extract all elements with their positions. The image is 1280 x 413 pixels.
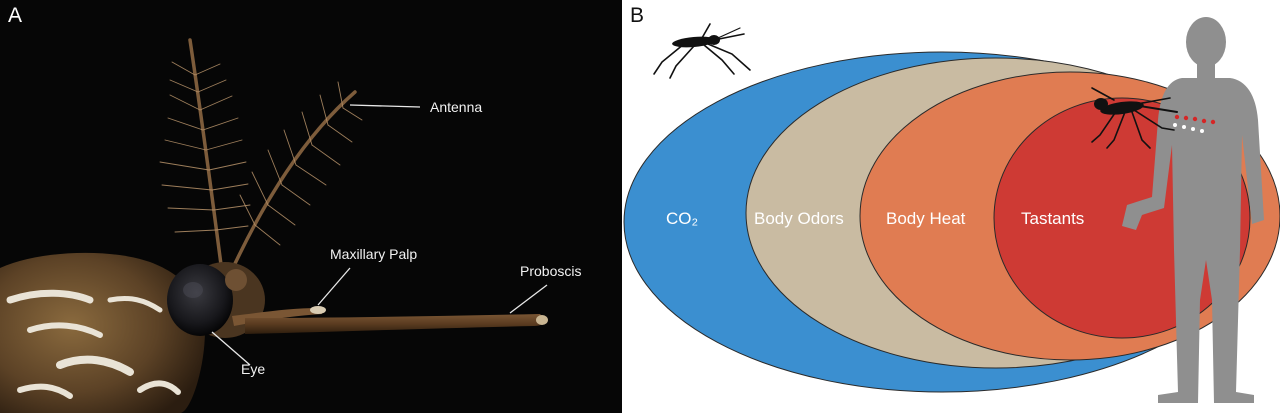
mouthparts [232, 306, 548, 334]
zone-label-tastants: Tastants [1021, 209, 1084, 228]
leader-lines [211, 104, 548, 366]
panel-a-mosquito-head: Antenna Maxillary Palp Proboscis Eye A [0, 0, 622, 413]
mosquito-flying-icon [653, 23, 751, 79]
mosquito-on-host-icon [1091, 87, 1178, 149]
zone-label-body-heat: Body Heat [886, 209, 966, 228]
panel-a-letter: A [8, 4, 23, 27]
cue-dots [1173, 114, 1216, 133]
proboscis-shape [245, 314, 546, 334]
panel-b-letter: B [630, 4, 645, 27]
antennae [159, 38, 363, 274]
host-cue-diagram: CO₂ Body Odors Body Heat Tastants [623, 17, 1280, 403]
zone-label-body-odors: Body Odors [754, 209, 844, 228]
callout-eye: Eye [241, 361, 265, 377]
callout-maxillary-palp: Maxillary Palp [330, 246, 417, 262]
mosquito-head-illustration: Antenna Maxillary Palp Proboscis Eye [0, 38, 581, 413]
compound-eye [167, 264, 233, 336]
panel-b-host-cues: CO₂ Body Odors Body Heat Tastants B [622, 0, 1280, 413]
human-silhouette [1122, 17, 1264, 403]
thorax [0, 252, 205, 413]
zone-label-co2: CO₂ [666, 209, 698, 228]
callout-proboscis: Proboscis [520, 263, 581, 279]
callout-antenna: Antenna [430, 99, 482, 115]
head [167, 262, 265, 338]
